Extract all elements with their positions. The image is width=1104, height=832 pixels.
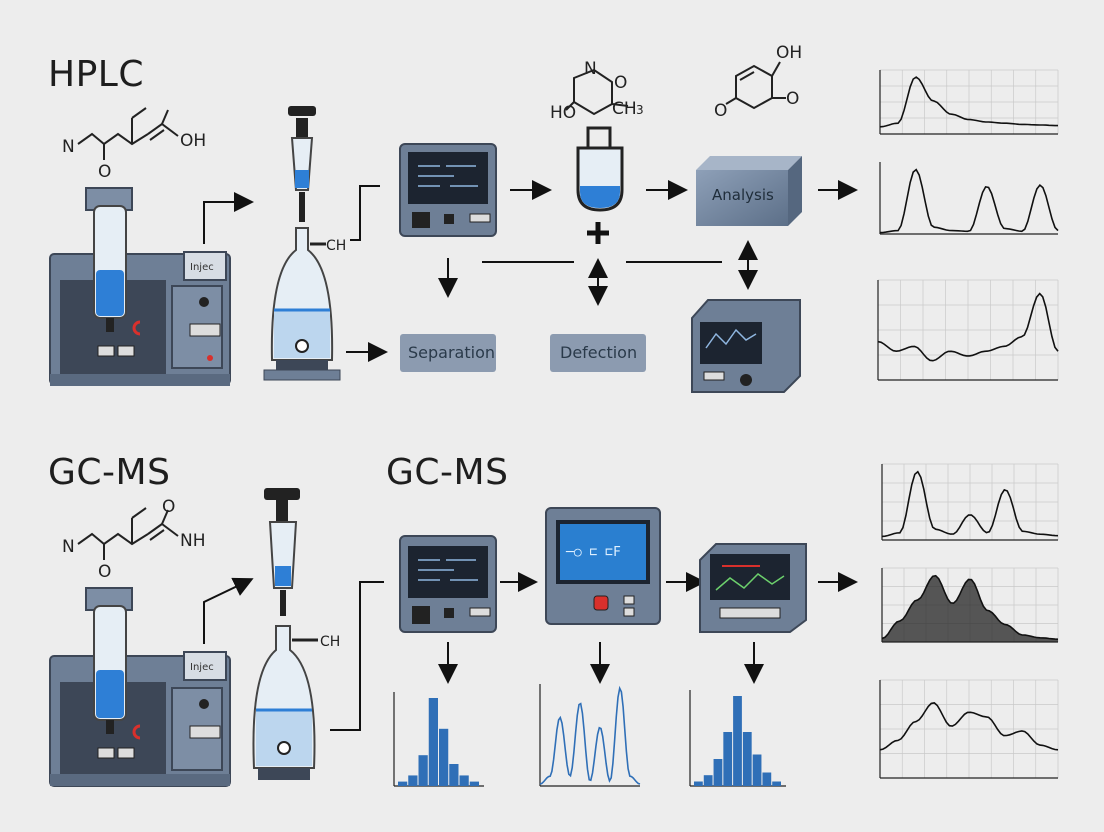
gcms-mol-n: N xyxy=(62,537,75,557)
bar-1 xyxy=(398,781,408,786)
chart-6 xyxy=(879,679,1059,779)
chart-1 xyxy=(879,69,1059,135)
chart-8 xyxy=(539,684,641,787)
gcms-title-2: GC-MS xyxy=(386,452,509,493)
bar-4 xyxy=(428,698,438,786)
bar-6 xyxy=(742,732,752,786)
ring-ho: HO xyxy=(550,103,576,123)
gcms-mol-o1: O xyxy=(98,562,111,582)
hplc-analyzer-icon xyxy=(691,299,801,393)
ring-n: N xyxy=(584,59,597,79)
bar-5 xyxy=(439,728,449,786)
ring-ch3: CH xyxy=(612,99,637,119)
hplc-mol-oh: OH xyxy=(180,131,206,151)
gcms-screen-label: ─○ ⊏ ⊏F xyxy=(565,545,621,560)
gcms-machine-icon xyxy=(49,587,231,787)
hplc-molecule xyxy=(77,107,179,160)
bar-4 xyxy=(723,732,733,786)
separation-pill xyxy=(400,334,496,372)
quinone-o1: O xyxy=(786,89,799,109)
chart-4 xyxy=(881,463,1059,541)
gcms-spectrometer-icon xyxy=(545,507,661,625)
gcms-title: GC-MS xyxy=(48,452,171,493)
hplc-monitor-icon xyxy=(399,143,497,237)
series-line xyxy=(879,168,1059,234)
series-area xyxy=(882,575,1058,642)
ring-molecule xyxy=(565,68,629,116)
chart-2 xyxy=(879,162,1059,235)
hplc-arrow-icon xyxy=(203,180,858,362)
bar-7 xyxy=(752,754,762,786)
bar-1 xyxy=(694,781,703,786)
series-line xyxy=(539,685,641,785)
gcms-flask-icon xyxy=(252,488,318,780)
chart-grid xyxy=(877,279,1059,381)
detection-pill xyxy=(550,334,646,372)
bar-3 xyxy=(713,759,723,786)
bar-3 xyxy=(418,755,428,786)
chart-5 xyxy=(881,567,1059,643)
ring-ch3-sub: 3 xyxy=(636,103,644,117)
hplc-mol-o: O xyxy=(98,162,111,182)
gcms-arrow-icon xyxy=(203,572,858,731)
hplc-title: HPLC xyxy=(48,54,144,95)
hplc-valve-label: CH xyxy=(326,238,346,254)
analysis-label: Analysis xyxy=(712,186,774,204)
detector-vessel-icon xyxy=(576,126,624,212)
gcms-molecule xyxy=(77,507,179,560)
chart-grid xyxy=(879,679,1059,779)
gcms-mol-o2: O xyxy=(162,497,175,517)
quinone-o2: O xyxy=(714,101,727,121)
bar-5 xyxy=(733,696,742,786)
separation-label: Separation xyxy=(408,343,495,362)
analysis-box xyxy=(696,156,802,226)
quinone-molecule xyxy=(725,61,786,110)
series-line xyxy=(881,574,1059,640)
bar-7 xyxy=(459,775,469,786)
series-line xyxy=(877,292,1059,362)
plus-icon xyxy=(587,222,609,244)
chart-9 xyxy=(689,690,786,787)
hplc-inject-label: Injec xyxy=(190,262,214,273)
ring-o: O xyxy=(614,73,627,93)
hplc-machine-icon xyxy=(49,187,231,386)
hplc-mol-n: N xyxy=(62,137,75,157)
detection-label: Defection xyxy=(560,343,637,362)
gcms-monitor-icon xyxy=(399,535,497,633)
series-line xyxy=(879,76,1058,128)
bar-9 xyxy=(772,781,781,786)
bar-6 xyxy=(449,764,459,786)
series-line xyxy=(879,702,1059,751)
gcms-analyzer-icon xyxy=(699,543,807,633)
series-line xyxy=(881,470,1059,538)
quinone-oh: OH xyxy=(776,43,802,63)
hplc-flask-icon xyxy=(263,106,341,381)
chart-7 xyxy=(393,692,484,787)
gcms-mol-nh: NH xyxy=(180,531,206,551)
gcms-inject-label: Injec xyxy=(190,662,214,673)
bar-8 xyxy=(762,772,772,786)
bar-2 xyxy=(703,775,713,786)
bar-8 xyxy=(469,781,479,786)
chart-3 xyxy=(877,279,1059,381)
gcms-valve-label: CH xyxy=(320,634,340,650)
bar-2 xyxy=(408,775,418,786)
